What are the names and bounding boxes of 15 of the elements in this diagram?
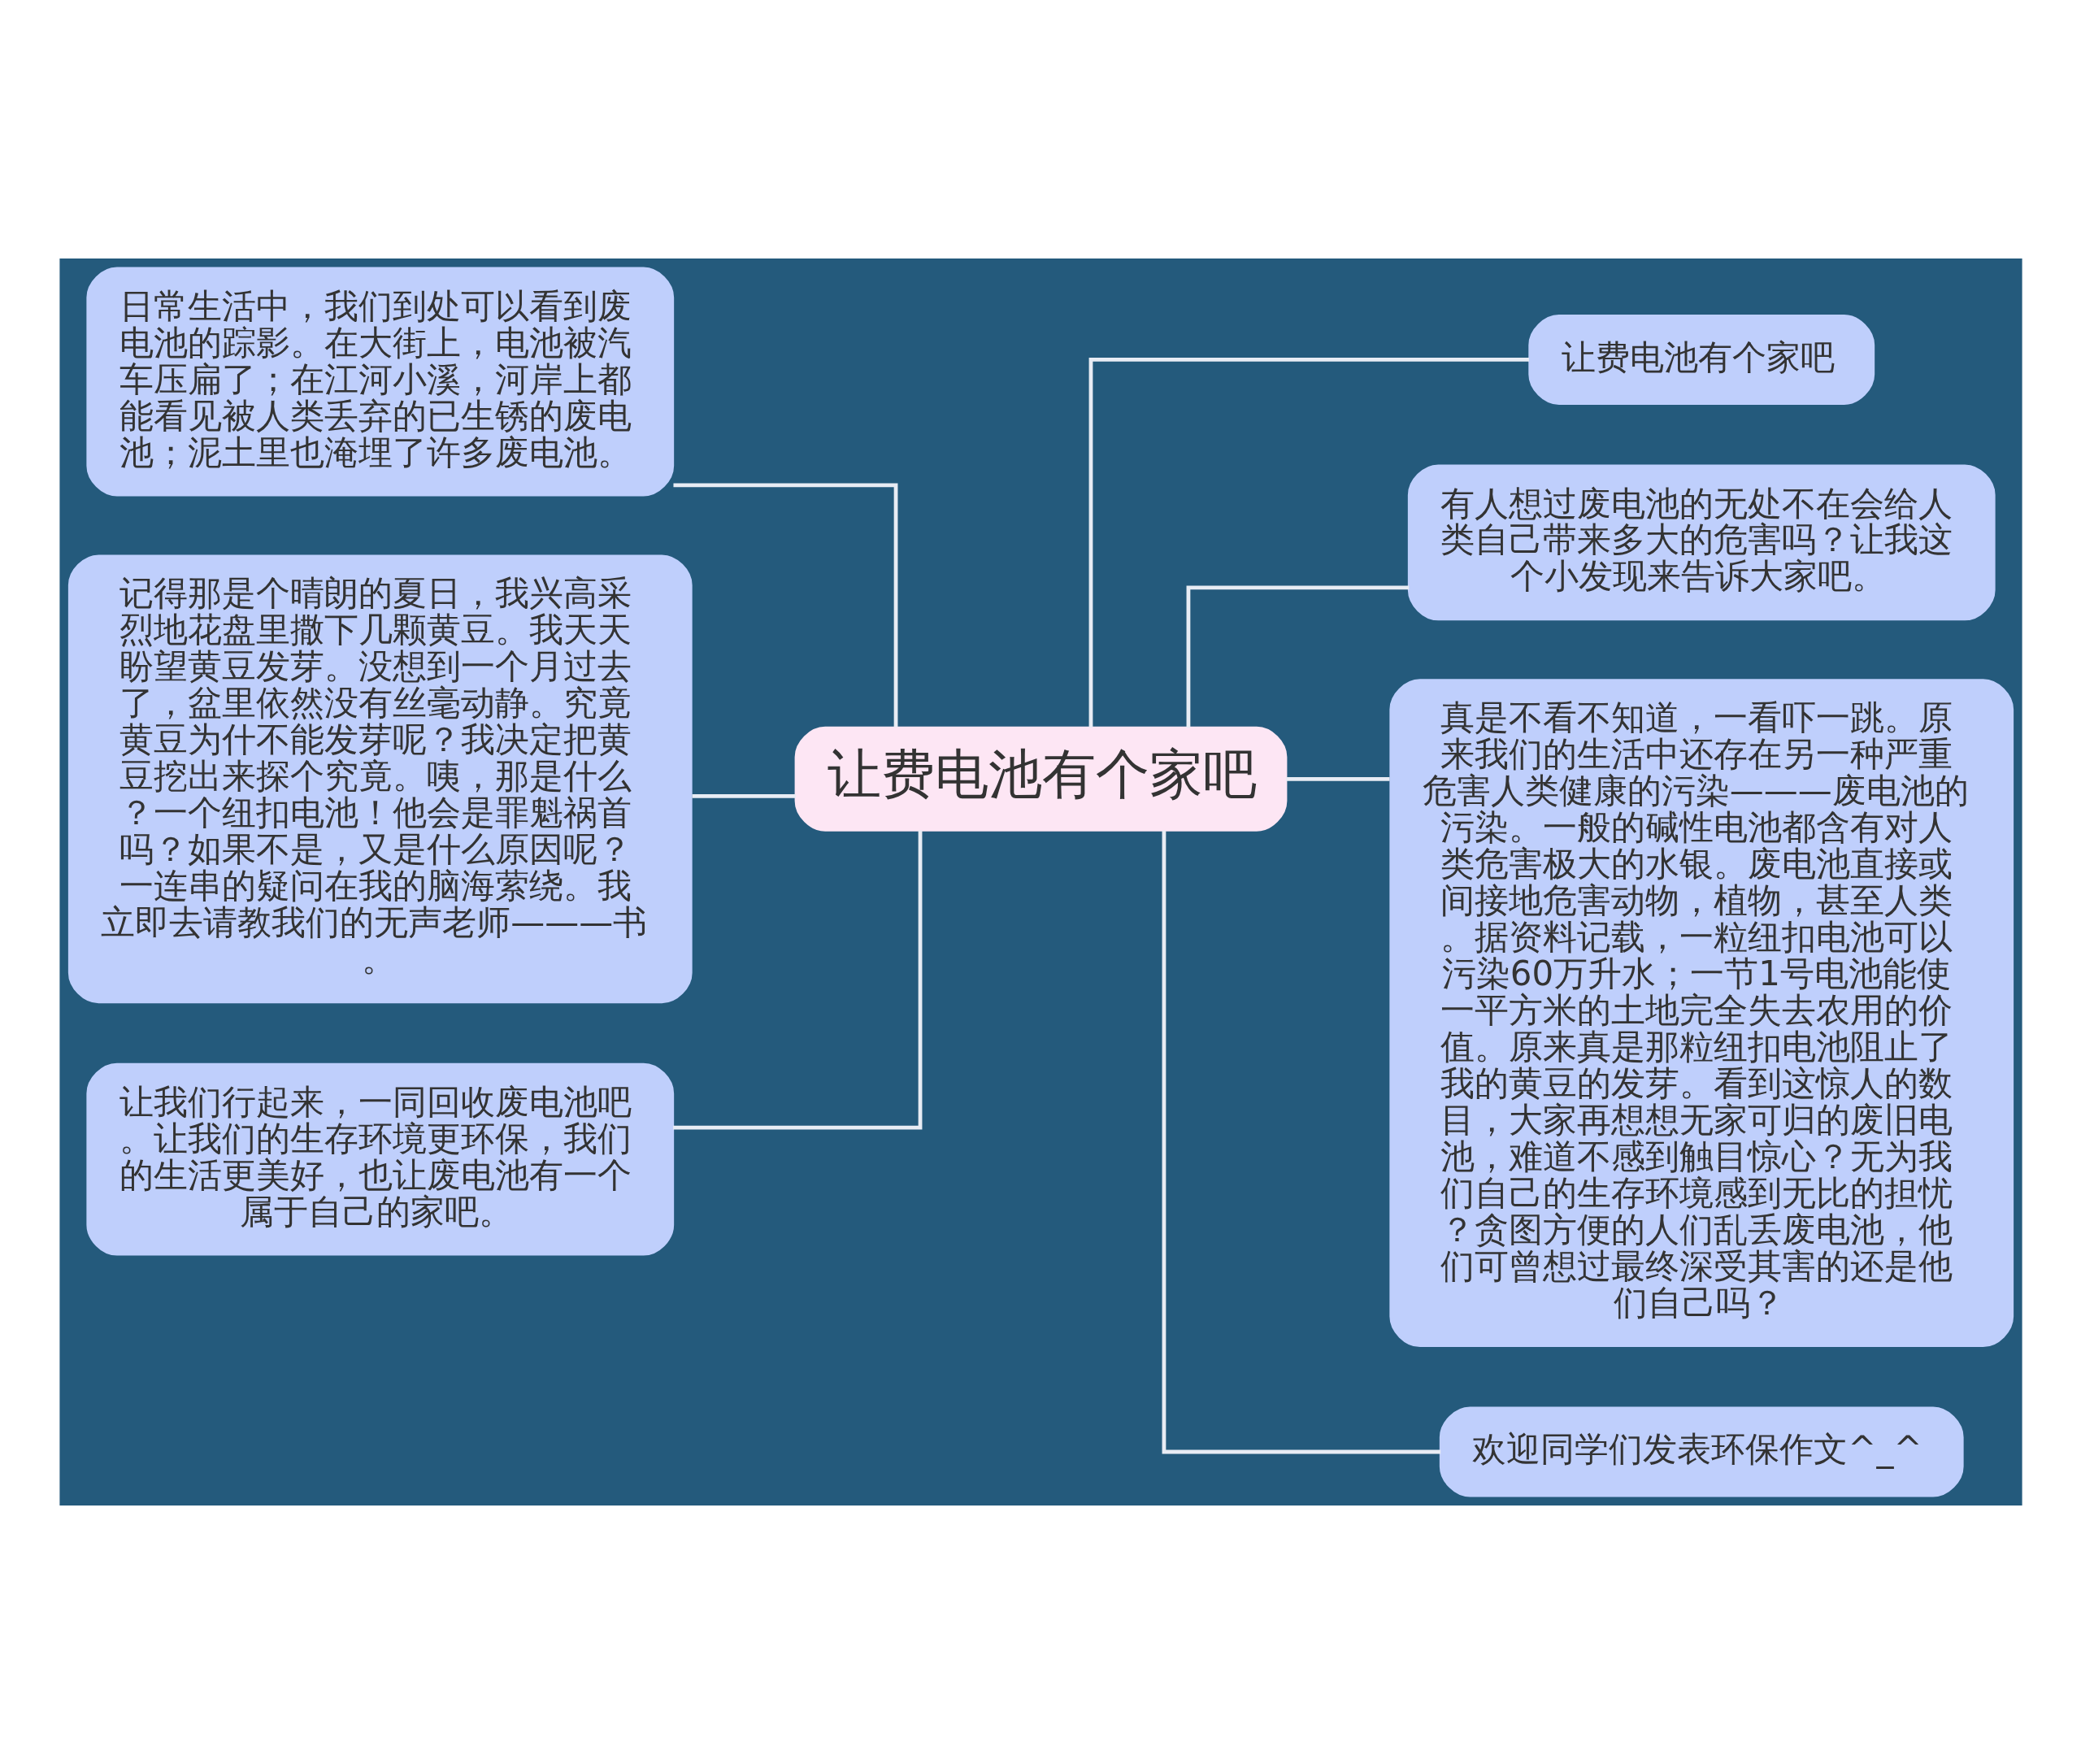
connector — [672, 830, 922, 1130]
connector — [692, 793, 796, 798]
node-box: 让费电池有个家吧 — [794, 726, 1287, 832]
connector — [1162, 830, 1440, 1454]
node-box: 日常生活中，我们到处可以看到废电池的踪影。在大街上，电池被汽车压扁了；在江河小溪，河岸上都能看见被人类丢弃的已生锈的废电池；泥土里也淹埋了许多废电池。 — [85, 267, 674, 497]
node-box: 让费电池有个家吧 — [1527, 315, 1875, 405]
connector — [1088, 358, 1529, 728]
connector — [1186, 585, 1409, 728]
node-box: 真是不看不知道，一看吓一跳。原来我们的生活中还存在另一种严重危害人类健康的污染———废电池的污染。一般的碱性电池都含有对人类危害极大的水银。废电池直接或间接地危害动物，植物，甚至人类。据资料记载，一粒纽扣电池可以污染60万升水；一节1号电池能使一平方米的土地完全失去农用的价值。原来真是那粒纽扣电池阻止了我的黄豆的发芽。看到这惊人的数目，大家再想想无家可归的废旧电池，难道不感到触目惊心？无为我们自己的生存环境感到无比的担忧？贪图方便的人们乱丢废电池，他们可曾想过最终深受其害的还是他们自己吗？ — [1388, 679, 2014, 1348]
connector — [1285, 776, 1389, 781]
node-box: 有人想过废电池的无处不在会给人类自己带来多大的危害吗？让我这个小发现来告诉大家吧。 — [1407, 464, 1996, 621]
connector — [672, 483, 897, 728]
node-box: 让我们行起来，一同回收废电池吧。让我们的生存环境更环保，我们的生活更美好，也让废电池有一个属于自己的家吧。 — [85, 1062, 674, 1256]
node-box: 记得那是个晴朗的夏日，我兴高采烈地花盘里撒下几颗黄豆。我天天盼望黄豆发芽。没想到一个月过去了，盆里依然没有丝毫动静。究竟黄豆为什不能发芽呢？我决定把黄豆挖出来探个究竟。咦，那是什么？一个纽扣电池！他会是罪魁祸首吗？如果不是，又是什么原因呢？一连串的疑问在我的脑海萦绕。我立即去请教我们的无声老师———书。 — [67, 554, 693, 1004]
node-box: 欢迎同学们发表环保作文^_^ — [1439, 1406, 1964, 1497]
